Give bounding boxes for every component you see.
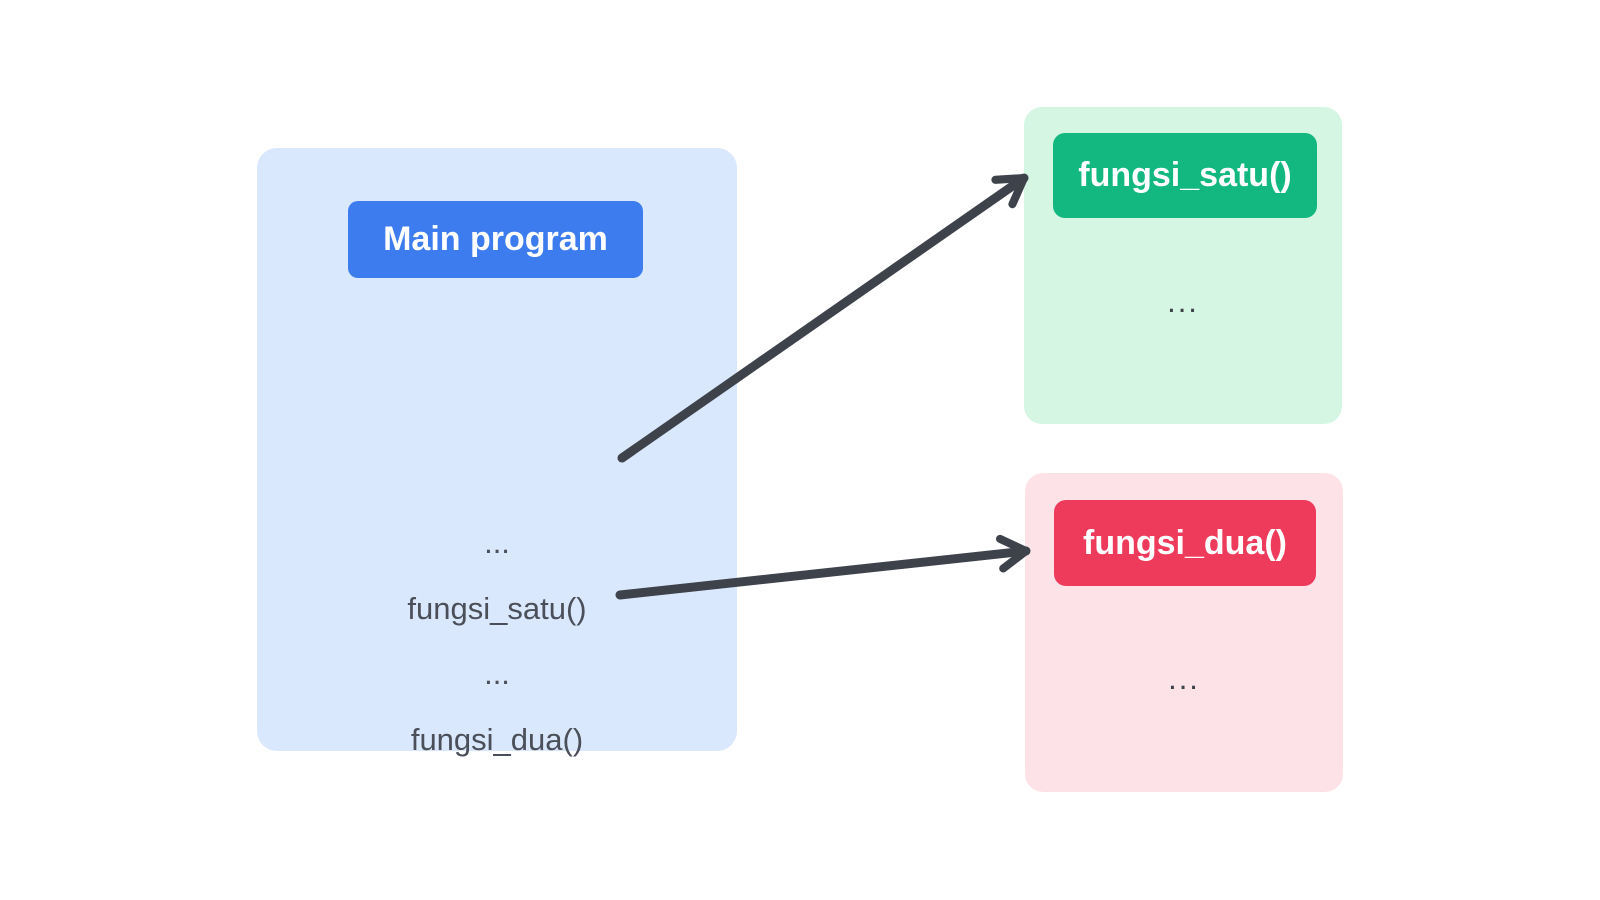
fungsi-satu-call: fungsi_satu(): [407, 591, 587, 626]
main-ellipsis-top: ...: [484, 525, 510, 560]
fungsi-dua-badge: fungsi_dua(): [1054, 500, 1316, 586]
fungsi-satu-body-ellipsis: ...: [1167, 284, 1199, 319]
fungsi-satu-badge: fungsi_satu(): [1053, 133, 1317, 218]
fungsi-satu-box: fungsi_satu() ...: [1024, 107, 1342, 424]
main-program-box: Main program ... fungsi_satu() ... fungs…: [257, 148, 737, 757]
fungsi-dua-call: fungsi_dua(): [410, 722, 584, 757]
fungsi-dua-box: fungsi_dua() ...: [1025, 473, 1343, 792]
main-ellipsis-middle: ...: [484, 656, 510, 691]
main-program-badge: Main program: [348, 201, 643, 278]
fungsi-dua-body-ellipsis: ...: [1168, 661, 1200, 696]
